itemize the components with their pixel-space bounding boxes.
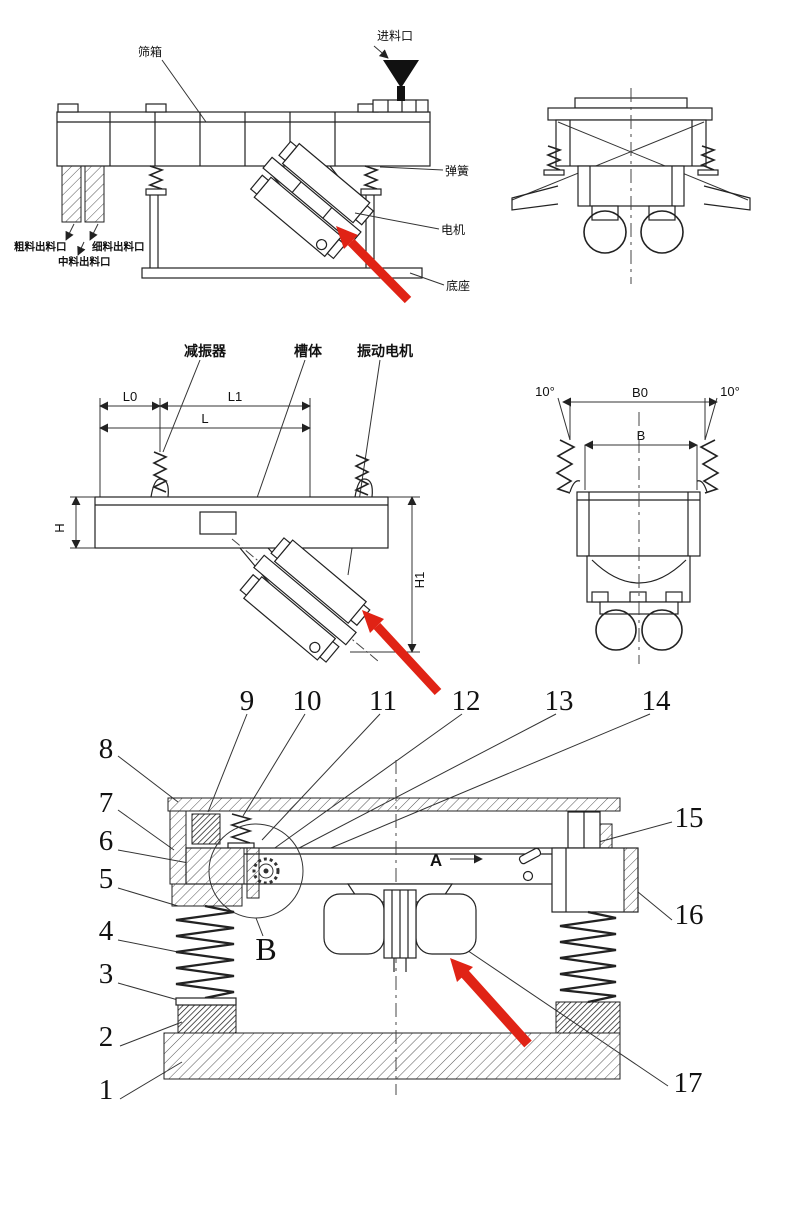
rubber-mount: [191, 813, 221, 845]
callout-4: 4: [99, 915, 114, 947]
top-side-view-drawing: 筛箱 进料口 弹簧 电机 底座 粗料出料口 细料出料口 中料出料口: [14, 29, 470, 293]
left-main-spring: [175, 904, 235, 1000]
callout-5: 5: [99, 863, 114, 895]
label-fine-outlet: 细料出料口: [92, 240, 145, 253]
callout-17: 17: [674, 1067, 703, 1099]
label-vibration-motor: 振动电机: [357, 343, 413, 359]
callout-12: 12: [452, 685, 481, 717]
label-motor: 电机: [441, 223, 465, 237]
feed-inlet-box: [372, 99, 429, 113]
dim-angle-left: 10°: [535, 384, 555, 399]
red-pointer-arrows: [336, 226, 532, 1048]
callout-6: 6: [99, 825, 114, 857]
damper-spring-left: [152, 451, 168, 493]
gear: [252, 857, 280, 885]
callout-11: 11: [369, 685, 397, 717]
support-spring-right: [362, 165, 380, 190]
chute-coarse: [61, 165, 82, 223]
pin: [518, 847, 542, 865]
top-end-view-drawing: [511, 88, 751, 284]
dim-l1: L1: [228, 389, 242, 404]
motor-end-right: [640, 210, 684, 254]
label-coarse-outlet: 粗料出料口: [14, 240, 67, 253]
callout-10: 10: [293, 685, 322, 717]
dim-b: B: [637, 428, 646, 443]
base-block: [163, 1032, 621, 1080]
label-base: 底座: [446, 278, 470, 293]
label-feed-inlet: 进料口: [377, 29, 413, 43]
dim-l: L: [201, 411, 208, 426]
view-letter-a: A: [430, 851, 442, 870]
machine-base: [141, 267, 423, 279]
dim-angle-right: 10°: [720, 384, 740, 399]
chute-fine: [84, 165, 105, 223]
screen-box-body: [56, 111, 431, 167]
callout-2: 2: [99, 1021, 114, 1053]
damper-spring-right: [354, 454, 370, 496]
label-damper: 减振器: [184, 343, 227, 359]
label-spring: 弹簧: [445, 163, 469, 178]
red-arrow-top: [336, 226, 358, 249]
section-detail-drawing: 1 2 3 4 5 6 7 8 9 10 11 12 13 14 15 16 1…: [99, 685, 704, 1106]
callout-16: 16: [675, 899, 704, 931]
dim-l0: L0: [123, 389, 137, 404]
dimension-end-view-drawing: 10° 10° B0 B: [535, 384, 740, 664]
callout-8: 8: [99, 733, 114, 765]
callout-7: 7: [99, 787, 114, 819]
feed-funnel: [383, 60, 419, 88]
right-main-spring: [559, 910, 617, 1004]
motor-assembly-side: [249, 140, 375, 260]
label-screen-box: 筛箱: [138, 44, 162, 59]
dim-b0: B0: [632, 385, 648, 400]
vibration-motor-assembly: [239, 537, 371, 663]
top-plate: [167, 797, 621, 812]
red-arrow-middle: [362, 610, 384, 633]
small-spring: [229, 813, 253, 844]
label-medium-outlet: 中料出料口: [58, 255, 111, 268]
motor-body-right: [415, 893, 477, 955]
callout-3: 3: [99, 958, 114, 990]
dim-h: H: [52, 523, 67, 532]
callout-1: 1: [99, 1074, 114, 1106]
label-trough: 槽体: [294, 343, 323, 359]
dimension-side-view-drawing: 减振器 槽体 振动电机 L0 L1 L: [52, 343, 427, 663]
motor-body-left: [323, 893, 385, 955]
callout-13: 13: [545, 685, 574, 717]
callout-14: 14: [642, 685, 672, 717]
detail-letter-b: B: [255, 931, 276, 967]
callout-9: 9: [240, 685, 255, 717]
red-arrow-bottom: [450, 958, 473, 982]
motor-end-left: [583, 210, 627, 254]
support-spring-left: [147, 165, 165, 190]
dim-h1: H1: [412, 572, 427, 589]
callout-15: 15: [675, 802, 704, 834]
